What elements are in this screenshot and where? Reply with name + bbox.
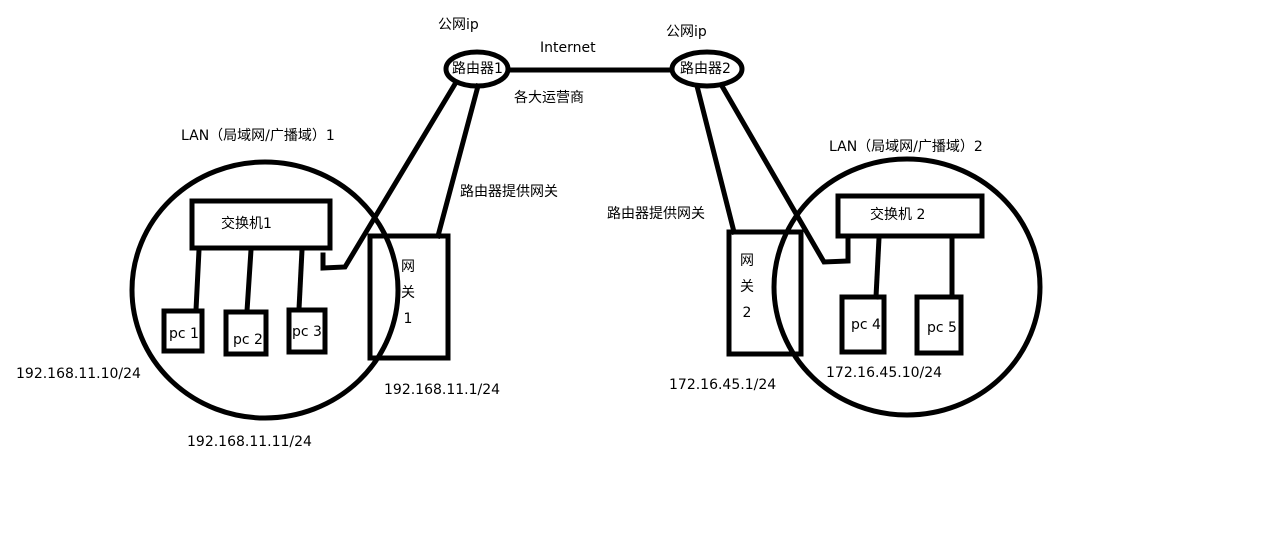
switch1-pc3-link	[296, 247, 305, 312]
router1-to-gateway1-link	[434, 82, 482, 240]
gateway1-ip-label: 192.168.11.1/24	[384, 382, 501, 398]
pc4-ip-label: 172.16.45.10/24	[826, 365, 943, 381]
lan1-label: LAN（局域网/广播域）1	[181, 128, 335, 144]
gateway1-note: 路由器提供网关	[460, 184, 558, 200]
pc5-box	[914, 294, 964, 356]
gateway2-char: 2	[742, 305, 752, 321]
router1-label: 路由器1	[452, 61, 503, 77]
pc1-ip-label: 192.168.11.10/24	[16, 366, 141, 382]
gateway2-label: 网 关 2	[739, 248, 755, 326]
pc2-ip-label: 192.168.11.11/24	[187, 434, 312, 450]
switch1-box	[189, 198, 333, 251]
lan2-boundary	[771, 156, 1043, 418]
pc4-label: pc 4	[851, 317, 881, 333]
gateway1-label: 网 关 1	[400, 254, 416, 332]
pc2-box	[223, 309, 269, 357]
router1-to-switch1-link	[320, 80, 459, 271]
internet-label: Internet	[540, 40, 596, 56]
router2-label: 路由器2	[680, 61, 731, 77]
switch2-label: 交换机 2	[870, 207, 926, 223]
gateway2-note: 路由器提供网关	[607, 206, 705, 222]
gateway2-char: 关	[740, 279, 754, 295]
router2-to-switch2-link	[718, 82, 851, 265]
pc2-label: pc 2	[233, 332, 263, 348]
router2-public-ip-label: 公网ip	[666, 24, 707, 40]
pc3-box	[286, 307, 328, 355]
gateway1-box	[367, 233, 451, 361]
gateway2-char: 网	[740, 253, 754, 269]
gateway2-box	[726, 229, 804, 357]
gateway1-char: 关	[401, 285, 415, 301]
switch1-pc2-link	[244, 247, 254, 314]
pc1-label: pc 1	[169, 326, 199, 342]
gateway1-char: 1	[403, 311, 413, 327]
lan2-label: LAN（局域网/广播域）2	[829, 139, 983, 155]
router2-node	[669, 49, 745, 89]
pc5-label: pc 5	[927, 320, 957, 336]
gateway1-char: 网	[401, 259, 415, 275]
pc1-box	[161, 308, 205, 354]
switch1-label: 交换机1	[221, 216, 272, 232]
switch1-pc1-link	[193, 247, 202, 313]
pc4-box	[839, 294, 887, 355]
switch2-box	[835, 193, 985, 239]
gateway2-ip-label: 172.16.45.1/24	[669, 377, 777, 393]
pc3-label: pc 3	[292, 324, 322, 340]
switch2-pc4-link	[873, 235, 882, 300]
isp-label: 各大运营商	[514, 90, 584, 106]
lan1-boundary	[129, 159, 401, 421]
router2-to-gateway2-link	[693, 82, 738, 236]
router1-public-ip-label: 公网ip	[438, 17, 479, 33]
